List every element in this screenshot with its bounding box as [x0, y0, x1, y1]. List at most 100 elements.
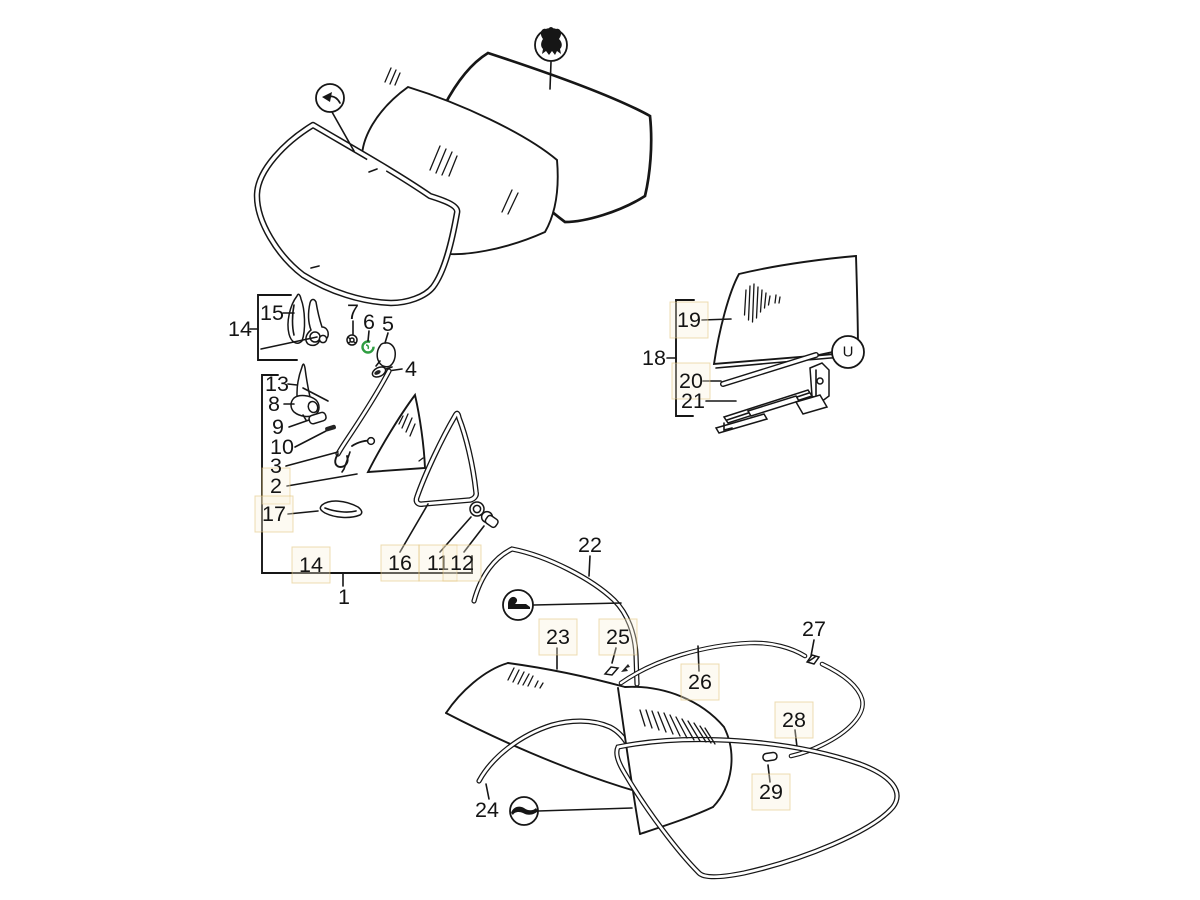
part-label-15-15: 15: [260, 301, 284, 325]
part-label-13-12: 13: [265, 372, 289, 396]
leader-26: [697, 645, 700, 672]
leader-11: [439, 516, 472, 553]
leader-24: [485, 783, 490, 800]
seal-splice-marks: [310, 168, 378, 269]
leader-2: [286, 473, 358, 487]
symbol-u-marker: U: [831, 335, 865, 369]
label-box-14: [291, 546, 331, 584]
part-label-4-3: 4: [405, 357, 417, 381]
part-13-lever: [287, 363, 329, 402]
part-label-11-10: 11: [427, 551, 449, 575]
part-label-14-14: 14: [299, 553, 323, 577]
part-15-handle: [260, 293, 329, 350]
part-9-pin: [288, 411, 327, 428]
label-box-28: [774, 701, 814, 739]
part-3-pivot-frame: [285, 366, 393, 473]
leader-6: [367, 330, 370, 342]
bracket-group-1: [261, 374, 473, 587]
part-21-regulator: [705, 362, 830, 434]
part-label-10-9: 10: [270, 435, 294, 459]
symbol-direction-arrow: [315, 83, 345, 113]
part-label-29-29: 29: [759, 780, 783, 804]
part-10-pin-small: [294, 424, 336, 448]
leader-3: [285, 451, 339, 467]
u-marker-letter: U: [843, 344, 854, 361]
leader-profile-a: [533, 602, 622, 606]
label-box-17: [254, 495, 294, 533]
part-label-23-23: 23: [546, 625, 570, 649]
part-26-strip: [621, 643, 805, 683]
part-12-plug: [463, 510, 499, 553]
part-label-5-4: 5: [382, 312, 394, 336]
part-22-seal: [474, 549, 637, 684]
bracket-group-15: [249, 294, 298, 361]
label-box-2: [261, 467, 291, 505]
part-label-20-20: 20: [679, 369, 703, 393]
panel-dome-fill: [618, 686, 732, 834]
part-19-door-glass: [701, 254, 859, 369]
bracket-group-18: [666, 299, 695, 417]
label-box-29: [751, 773, 791, 811]
panel-hatch-right: [639, 709, 716, 745]
part-7-washer: [346, 320, 358, 346]
leader-5: [384, 332, 389, 344]
part-label-8-7: 8: [268, 392, 280, 416]
label-box-20: [671, 362, 711, 400]
label-box-23: [538, 618, 578, 656]
leader-16: [399, 503, 429, 553]
symbol-seal-profile-top: [502, 589, 534, 621]
part-17-trim: [287, 500, 363, 519]
part-label-7-6: 7: [347, 300, 359, 324]
label-box-26: [680, 663, 720, 701]
leader-22: [588, 555, 591, 577]
leader-9: [288, 419, 310, 428]
part-label-3-2: 3: [270, 454, 282, 478]
part-label-17-17: 17: [262, 502, 286, 526]
part-label-19-19: 19: [677, 308, 701, 332]
label-box-25: [598, 618, 638, 656]
leader-12: [463, 525, 485, 553]
part-label-27-27: 27: [802, 617, 826, 641]
leader-19: [701, 318, 732, 321]
part-27-clip: [805, 639, 821, 665]
symbols-layer: U: [315, 27, 865, 826]
part-label-22-22: 22: [578, 533, 602, 557]
part-label-26-26: 26: [688, 670, 712, 694]
part-8-cylinder: [283, 394, 320, 421]
leader-arrow-symbol: [331, 111, 355, 152]
part-label-21-21: 21: [681, 389, 705, 413]
part-2-vent-glass: [286, 392, 426, 487]
installation-mark-glyph: [540, 27, 562, 55]
part-label-16-16: 16: [388, 551, 412, 575]
leader-10: [294, 430, 327, 448]
part-5-knob: [375, 332, 396, 368]
part-label-12-11: 12: [450, 551, 474, 575]
part-11-washer: [439, 501, 485, 553]
label-box-19: [669, 301, 709, 339]
label-box-12: [442, 544, 482, 582]
part-label-6-5: 6: [363, 310, 375, 334]
part-label-1-0: 1: [338, 585, 350, 609]
part-label-2-1: 2: [270, 474, 282, 498]
leader-u-symbol: [817, 351, 833, 356]
symbol-installation-mark: [534, 27, 568, 62]
part-label-25-25: 25: [606, 625, 630, 649]
part-6-highlighted-ring[interactable]: [361, 330, 375, 354]
part-16-vent-seal: [399, 414, 476, 553]
label-box-16: [380, 544, 420, 582]
part-20-strip: [702, 351, 833, 384]
panel-hatch-left: [507, 667, 544, 689]
part-24-front-seal: [479, 721, 628, 781]
part-label-24-24: 24: [475, 798, 499, 822]
leader-27: [810, 639, 815, 657]
glass-hatch-group: [384, 67, 519, 215]
windshield-seal: [257, 125, 457, 303]
part-label-18-18: 18: [642, 346, 666, 370]
leader-profile-b: [537, 807, 633, 812]
part-label-9-8: 9: [272, 415, 284, 439]
leader-15: [260, 312, 318, 350]
part-label-14-13: 14: [228, 317, 252, 341]
